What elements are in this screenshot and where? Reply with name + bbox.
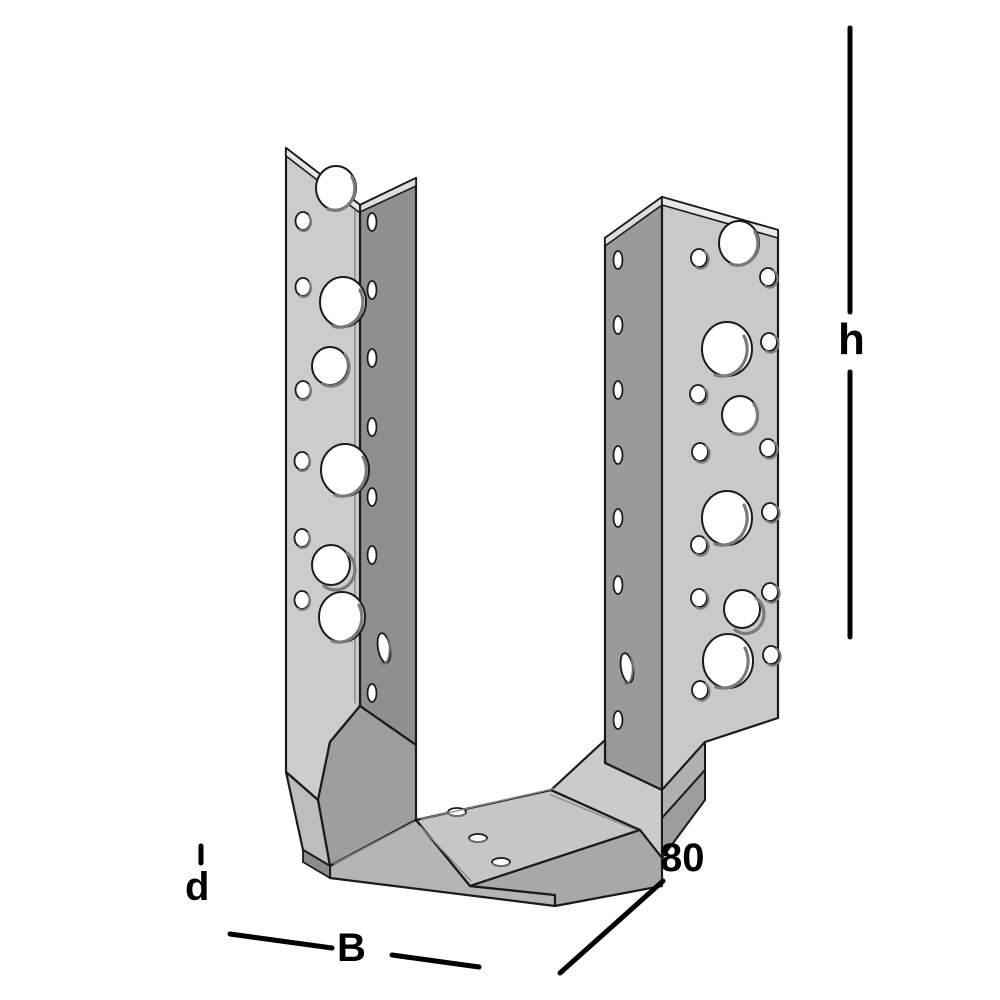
dim-B-line-left xyxy=(227,931,335,951)
dim-B-line-right xyxy=(389,952,482,970)
right-flange-return-holes xyxy=(597,250,635,792)
seat-crease-lines xyxy=(333,788,637,882)
right-flange-return-panel xyxy=(603,195,668,792)
seat-right-flange-foot xyxy=(661,741,706,859)
left-flange-face-holes xyxy=(293,165,370,644)
dimension-label-depth: 80 xyxy=(660,836,705,880)
seat-front-left-return xyxy=(302,849,331,879)
dimension-lines xyxy=(198,25,853,976)
dimension-label-width: B xyxy=(337,926,366,970)
dimension-label-height: h xyxy=(838,315,865,364)
right-flange-face-holes xyxy=(689,220,782,702)
dimension-label-thickness: d xyxy=(185,865,210,909)
dim-80-line xyxy=(557,878,666,976)
